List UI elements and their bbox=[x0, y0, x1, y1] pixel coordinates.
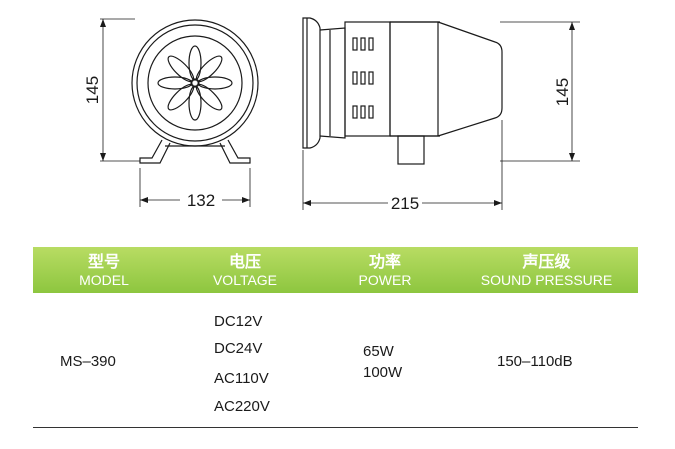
header-sound-pressure-en: SOUND PRESSURE bbox=[480, 272, 613, 288]
header-model-en: MODEL bbox=[79, 272, 129, 288]
sound-pressure-value: 150–110dB bbox=[497, 353, 573, 370]
power-item: 100W bbox=[363, 364, 403, 381]
header-sound-pressure-zh: 声压级 bbox=[522, 252, 571, 271]
front-height-dim: 145 bbox=[83, 76, 102, 104]
front-width-dim: 132 bbox=[187, 191, 215, 210]
model-value: MS–390 bbox=[60, 353, 116, 370]
header-power: 功率 POWER bbox=[315, 247, 455, 293]
header-model-zh: 型号 bbox=[87, 252, 120, 271]
table-bottom-rule bbox=[33, 427, 638, 428]
side-length-dim: 215 bbox=[391, 194, 419, 213]
voltage-item: AC220V bbox=[214, 398, 270, 415]
voltage-item: DC24V bbox=[214, 340, 263, 357]
header-voltage-en: VOLTAGE bbox=[212, 272, 278, 288]
header-power-en: POWER bbox=[358, 272, 412, 288]
technical-drawing: 145 132 215 145 bbox=[83, 17, 580, 213]
grille-petals bbox=[157, 45, 233, 121]
side-view bbox=[302, 17, 580, 210]
voltage-item: AC110V bbox=[214, 370, 269, 387]
voltage-item: DC12V bbox=[214, 313, 263, 330]
front-view bbox=[100, 18, 259, 207]
header-model: 型号 MODEL bbox=[33, 247, 175, 293]
header-voltage-zh: 电压 bbox=[228, 252, 261, 271]
side-height-dim: 145 bbox=[553, 78, 572, 106]
power-item: 65W bbox=[363, 343, 394, 360]
spec-table-header: 型号 MODEL 电压 VOLTAGE 功率 POWER 声压级 SOUND P… bbox=[33, 247, 638, 293]
header-power-zh: 功率 bbox=[368, 252, 401, 271]
header-voltage: 电压 VOLTAGE bbox=[175, 247, 315, 293]
front-bracket bbox=[139, 139, 251, 164]
vent-slots bbox=[352, 37, 374, 119]
header-sound-pressure: 声压级 SOUND PRESSURE bbox=[455, 247, 638, 293]
